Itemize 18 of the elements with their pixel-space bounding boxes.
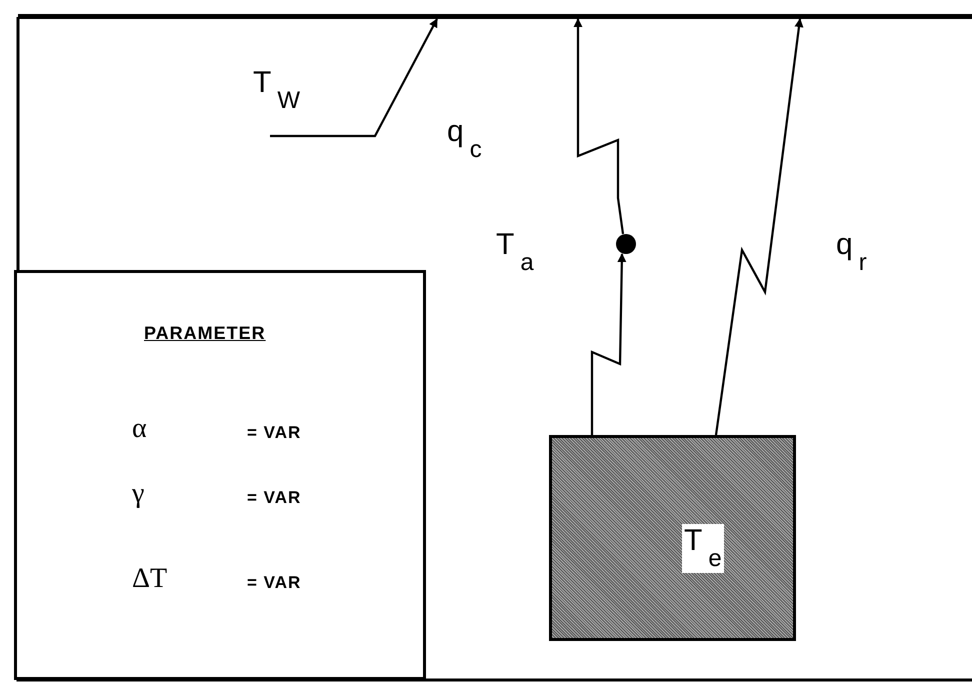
emitter-block — [549, 435, 796, 641]
parameter-value: = VAR — [247, 573, 302, 593]
parameter-symbol: ΔT — [132, 563, 168, 595]
leader-arrow — [270, 18, 438, 138]
heat-flow-arrow — [714, 18, 804, 436]
edge-label: q$_{r}$ — [836, 228, 867, 277]
heat-flow-arrow — [590, 253, 626, 435]
parameter-symbol: α — [132, 413, 147, 445]
heat-flow-arrow — [574, 18, 624, 234]
edge-label: q$_{c}$ — [447, 115, 482, 164]
temperature-label: T$_{a}$ — [496, 228, 534, 277]
parameter-panel — [14, 270, 426, 680]
temperature-label: T$_{W}$ — [253, 66, 300, 115]
temperature-label: T$_{e}$ — [682, 524, 724, 573]
parameter-value: = VAR — [247, 488, 302, 508]
parameter-value: = VAR — [247, 423, 302, 443]
parameter-symbol: γ — [132, 478, 144, 510]
panel-heading: PARAMETER — [144, 323, 266, 344]
